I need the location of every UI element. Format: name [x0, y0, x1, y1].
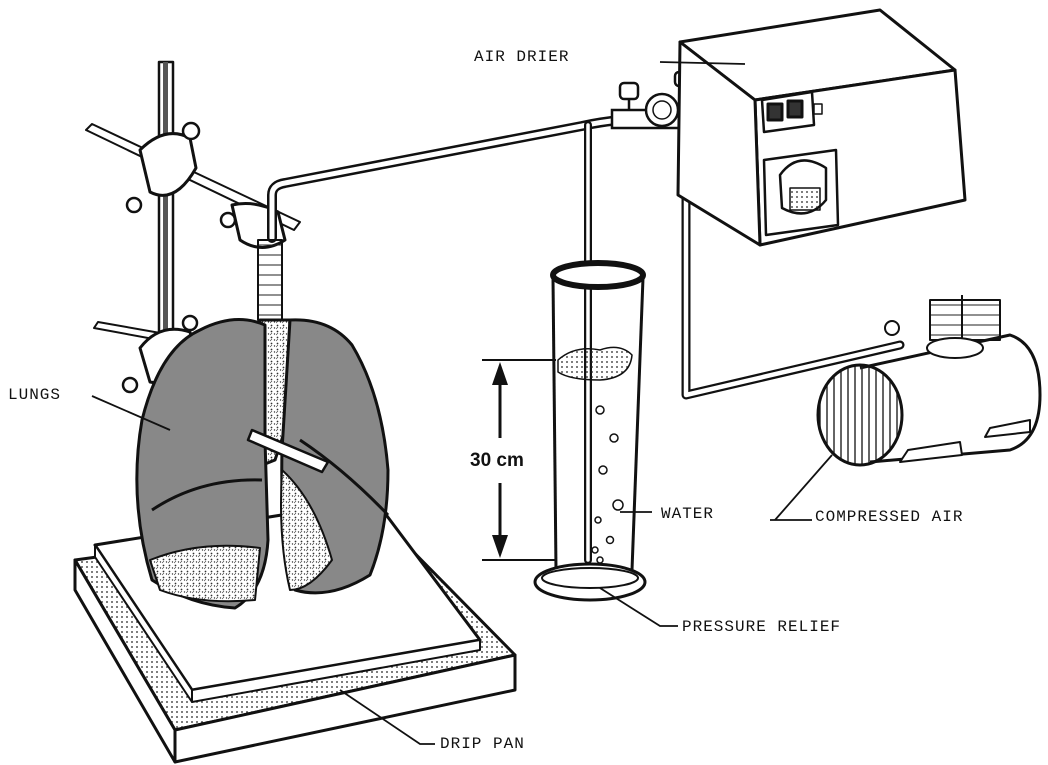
- label-lungs: LUNGS: [8, 386, 61, 404]
- label-pressure-relief: PRESSURE RELIEF: [682, 618, 841, 636]
- label-water: WATER: [661, 505, 714, 523]
- lungs: [137, 240, 388, 608]
- label-drip-pan: DRIP PAN: [440, 735, 525, 753]
- air-drier-unit: [678, 10, 965, 245]
- compressed-air-tank: [818, 295, 1040, 465]
- label-compressed-air: COMPRESSED AIR: [815, 508, 963, 526]
- label-30cm: 30 cm: [470, 450, 524, 472]
- label-air-drier: AIR DRIER: [474, 48, 569, 66]
